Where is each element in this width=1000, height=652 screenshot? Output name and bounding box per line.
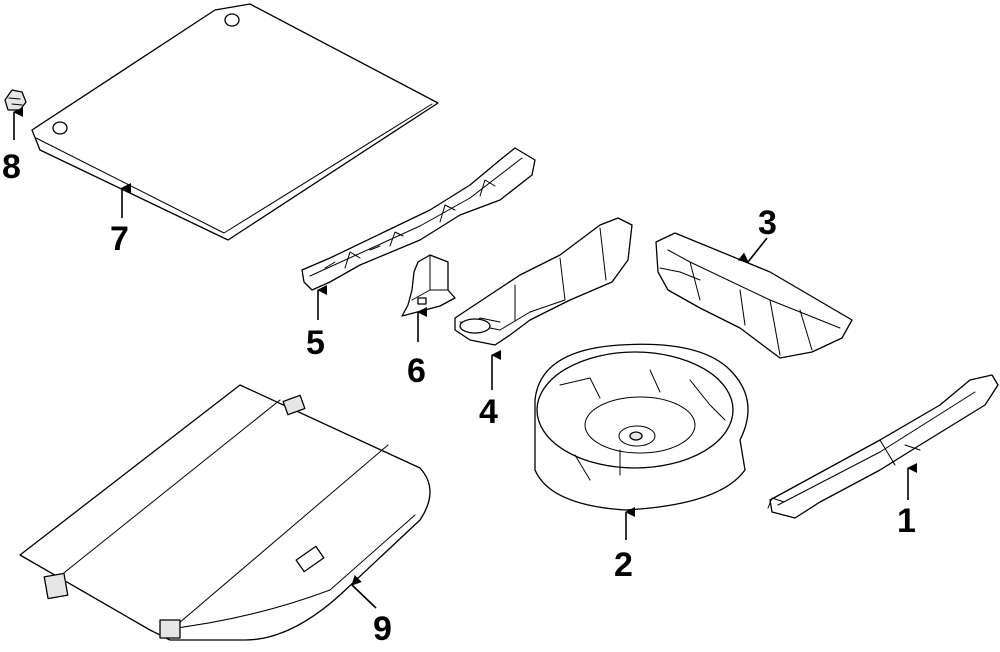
callout-6: 6 <box>407 352 426 390</box>
callout-numbers: 8 7 5 6 4 3 2 1 9 <box>2 148 916 648</box>
part-7-floor-panel[interactable] <box>31 3 439 241</box>
part-9-cargo-cover[interactable] <box>19 384 431 641</box>
leader-9 <box>351 575 377 609</box>
part-6-bracket[interactable] <box>401 254 456 317</box>
leader-lines <box>13 107 917 609</box>
callout-7: 7 <box>110 220 129 258</box>
callout-9: 9 <box>373 610 392 648</box>
leader-3 <box>737 237 768 263</box>
part-1-rear-trim[interactable] <box>767 374 999 519</box>
callout-4: 4 <box>479 393 498 431</box>
part-3-right-tray[interactable] <box>655 232 853 359</box>
part-4-side-tray[interactable] <box>454 217 633 346</box>
callout-5: 5 <box>306 324 325 362</box>
callout-1: 1 <box>897 502 916 540</box>
callout-2: 2 <box>614 546 633 584</box>
callout-8: 8 <box>2 148 21 186</box>
part-8-clip[interactable] <box>4 89 27 111</box>
callout-3: 3 <box>758 204 777 242</box>
part-2-tire-tray[interactable] <box>534 343 749 511</box>
